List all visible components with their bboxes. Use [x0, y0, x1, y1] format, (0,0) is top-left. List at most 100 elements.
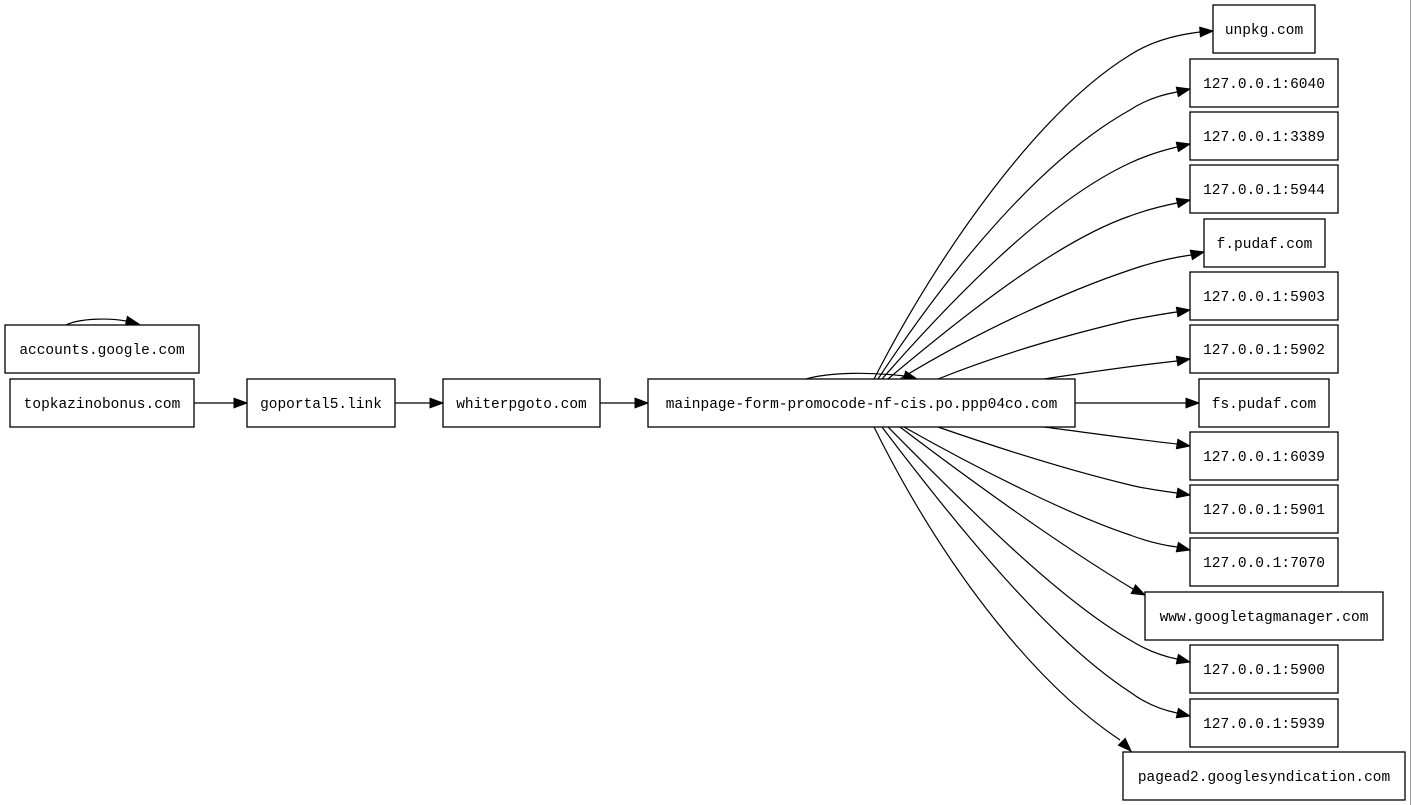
node-label: 127.0.0.1:3389 — [1203, 130, 1325, 146]
node-label: 127.0.0.1:5903 — [1203, 290, 1325, 306]
node-box — [246, 378, 396, 428]
arrowhead-icon — [1117, 737, 1133, 753]
node-label: 127.0.0.1:6039 — [1203, 450, 1325, 466]
edge-mainpage-to-p6040 — [877, 86, 1192, 380]
node-p5939[interactable]: 127.0.0.1:5939 — [1189, 698, 1339, 748]
arrowhead-icon — [1189, 249, 1206, 261]
node-p5902[interactable]: 127.0.0.1:5902 — [1189, 324, 1339, 374]
node-box — [1122, 751, 1406, 801]
node-accounts[interactable]: accounts.google.com — [4, 324, 200, 374]
node-label: 127.0.0.1:7070 — [1203, 556, 1325, 572]
node-label: whiterpgoto.com — [456, 397, 587, 413]
node-label: topkazinobonus.com — [24, 397, 181, 413]
node-label: 127.0.0.1:5902 — [1203, 343, 1325, 359]
edge-mainpage-to-pagead2 — [873, 426, 1133, 753]
edge-line — [899, 426, 1134, 590]
node-box — [1189, 164, 1339, 214]
node-label: 127.0.0.1:6040 — [1203, 77, 1325, 93]
edge-line — [873, 426, 1121, 741]
edge-mainpage-to-p5901 — [937, 426, 1192, 499]
arrowhead-icon — [1175, 86, 1192, 98]
edge-line — [65, 318, 127, 326]
arrowhead-icon — [1199, 26, 1215, 38]
node-label: 127.0.0.1:5939 — [1203, 717, 1325, 733]
node-goportal[interactable]: goportal5.link — [246, 378, 396, 428]
node-p6039[interactable]: 127.0.0.1:6039 — [1189, 431, 1339, 481]
node-box — [1203, 218, 1326, 268]
arrowhead-icon — [1175, 141, 1192, 153]
node-p5900[interactable]: 127.0.0.1:5900 — [1189, 644, 1339, 694]
node-unpkg[interactable]: unpkg.com — [1212, 4, 1316, 54]
node-label: 127.0.0.1:5944 — [1203, 183, 1325, 199]
arrowhead-icon — [1175, 541, 1192, 553]
node-box — [1189, 271, 1339, 321]
node-box — [1189, 698, 1339, 748]
node-label: unpkg.com — [1225, 23, 1303, 39]
node-p5901[interactable]: 127.0.0.1:5901 — [1189, 484, 1339, 534]
edge-line — [937, 311, 1178, 380]
edge-goportal-to-whiterpgoto — [395, 397, 445, 409]
edge-line — [899, 254, 1192, 380]
node-box — [1189, 324, 1339, 374]
node-box — [1189, 484, 1339, 534]
node-box — [9, 378, 195, 428]
edge-line — [881, 426, 1178, 714]
edge-mainpage-to-fspudaf — [1075, 397, 1201, 409]
node-mainpage[interactable]: mainpage-form-promocode-nf-cis.po.ppp04c… — [647, 378, 1076, 428]
node-label: accounts.google.com — [19, 343, 184, 359]
arrowhead-icon — [1130, 584, 1147, 596]
edge-line — [887, 202, 1178, 380]
node-label: www.googletagmanager.com — [1160, 610, 1369, 626]
node-label: mainpage-form-promocode-nf-cis.po.ppp04c… — [666, 397, 1058, 413]
node-p6040[interactable]: 127.0.0.1:6040 — [1189, 58, 1339, 108]
node-box — [4, 324, 200, 374]
node-topkazino[interactable]: topkazinobonus.com — [9, 378, 195, 428]
node-fpudaf[interactable]: f.pudaf.com — [1203, 218, 1326, 268]
arrowhead-icon — [1185, 397, 1201, 409]
edge-mainpage-to-p5944 — [887, 197, 1192, 380]
arrowhead-icon — [1175, 438, 1192, 450]
node-gtm[interactable]: www.googletagmanager.com — [1144, 591, 1384, 641]
edge-whiterpgoto-to-mainpage — [600, 397, 650, 409]
node-box — [1189, 537, 1339, 587]
edge-mainpage-to-gtm — [899, 426, 1147, 596]
node-whiterpgoto[interactable]: whiterpgoto.com — [442, 378, 601, 428]
edge-line — [1043, 360, 1178, 380]
edge-mainpage-to-p5900 — [887, 426, 1192, 665]
node-label: fs.pudaf.com — [1212, 397, 1316, 413]
edge-mainpage-to-p3389 — [881, 141, 1192, 380]
node-pagead2[interactable]: pagead2.googlesyndication.com — [1122, 751, 1406, 801]
node-box — [1198, 378, 1330, 428]
node-label: f.pudaf.com — [1217, 237, 1313, 253]
node-box — [1189, 111, 1339, 161]
node-p5903[interactable]: 127.0.0.1:5903 — [1189, 271, 1339, 321]
edge-mainpage-to-p7070 — [903, 426, 1192, 553]
node-fspudaf[interactable]: fs.pudaf.com — [1198, 378, 1330, 428]
arrowhead-icon — [1175, 355, 1192, 367]
arrowhead-icon — [429, 397, 445, 409]
node-label: 127.0.0.1:5901 — [1203, 503, 1325, 519]
edge-line — [937, 426, 1178, 494]
node-label: goportal5.link — [260, 397, 382, 413]
node-p3389[interactable]: 127.0.0.1:3389 — [1189, 111, 1339, 161]
arrowhead-icon — [233, 397, 249, 409]
node-box — [1189, 431, 1339, 481]
node-label: 127.0.0.1:5900 — [1203, 663, 1325, 679]
edge-mainpage-to-p6039 — [1043, 426, 1192, 450]
edges-layer — [65, 26, 1215, 753]
edge-line — [1043, 426, 1178, 445]
node-box — [647, 378, 1076, 428]
edge-line — [887, 426, 1178, 660]
arrowhead-icon — [1175, 707, 1192, 719]
node-box — [1212, 4, 1316, 54]
node-p5944[interactable]: 127.0.0.1:5944 — [1189, 164, 1339, 214]
edge-mainpage-to-p5903 — [937, 306, 1192, 380]
edge-line — [881, 146, 1178, 380]
edge-line — [805, 372, 906, 380]
edge-topkazino-to-goportal — [194, 397, 249, 409]
edge-mainpage-to-p5902 — [1043, 355, 1192, 380]
node-label: pagead2.googlesyndication.com — [1138, 770, 1390, 786]
edge-line — [877, 91, 1178, 380]
node-p7070[interactable]: 127.0.0.1:7070 — [1189, 537, 1339, 587]
